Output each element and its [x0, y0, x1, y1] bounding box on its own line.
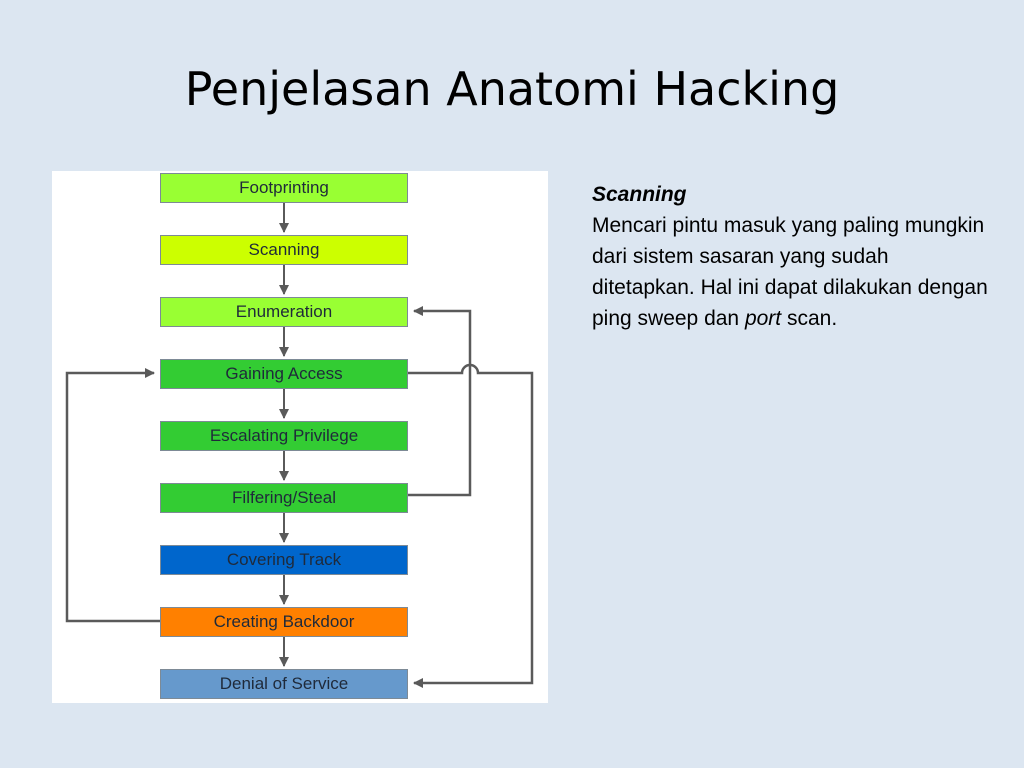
description-text-end: scan. [781, 307, 838, 330]
step-denial-of-service: Denial of Service [160, 669, 408, 699]
flowchart-connectors [65, 203, 534, 688]
step-escalating-privilege: Escalating Privilege [160, 421, 408, 451]
description-heading: Scanning [592, 183, 687, 206]
description-block: Scanning Mencari pintu masuk yang paling… [592, 179, 992, 334]
step-scanning: Scanning [160, 235, 408, 265]
step-covering-track: Covering Track [160, 545, 408, 575]
step-filfering-steal: Filfering/Steal [160, 483, 408, 513]
step-creating-backdoor: Creating Backdoor [160, 607, 408, 637]
loop-arrow-gaining-access-to-denial [408, 363, 534, 688]
step-footprinting: Footprinting [160, 173, 408, 203]
loop-arrow-backdoor-to-gaining-access [65, 368, 160, 623]
step-enumeration: Enumeration [160, 297, 408, 327]
loop-arrow-filfering-to-enumeration [408, 306, 472, 497]
slide-title: Penjelasan Anatomi Hacking [184, 62, 840, 116]
description-text: Mencari pintu masuk yang paling mungkin … [592, 214, 988, 330]
step-gaining-access: Gaining Access [160, 359, 408, 389]
description-emphasis: port [744, 307, 782, 330]
